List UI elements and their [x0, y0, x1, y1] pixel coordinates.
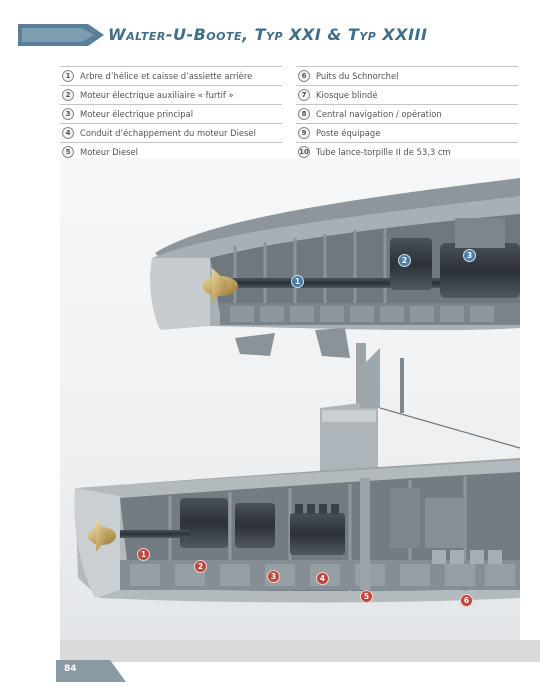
legend-number: 4	[62, 127, 74, 139]
legend-number: 2	[62, 89, 74, 101]
legend-number: 10	[298, 146, 310, 158]
legend-number: 7	[298, 89, 310, 101]
legend-text: Central navigation / opération	[316, 109, 442, 119]
title-decoration-icon	[18, 24, 104, 46]
page-footer-band	[60, 640, 540, 662]
callout-badge: 4	[316, 572, 329, 585]
legend-text: Moteur électrique auxiliaire « furtif »	[80, 90, 234, 100]
legend: 1 Arbre d’hélice et caisse d’assiette arr…	[60, 66, 520, 162]
legend-item: 6 Puits du Schnorchel	[296, 66, 518, 86]
callout-badge: 6	[460, 594, 473, 607]
legend-right: 6 Puits du Schnorchel 7 Kiosque blindé 8 Ce…	[296, 66, 518, 162]
legend-text: Kiosque blindé	[316, 90, 378, 100]
page-title: Walter-U-Boote, Typ XXI & Typ XXIII	[108, 25, 428, 44]
callout-badge: 2	[398, 254, 411, 267]
page-number: 84	[64, 664, 77, 674]
legend-item: 9 Poste équipage	[296, 124, 518, 143]
callout-badge: 3	[267, 570, 280, 583]
legend-number: 5	[62, 146, 74, 158]
legend-text: Tube lance-torpille II de 53,3 cm	[316, 147, 451, 157]
callout-badge: 1	[137, 548, 150, 561]
title-bar: Walter-U-Boote, Typ XXI & Typ XXIII	[18, 22, 427, 48]
callout-badge: 1	[291, 275, 304, 288]
legend-number: 6	[298, 70, 310, 82]
callout-badge: 2	[194, 560, 207, 573]
legend-item: 1 Arbre d’hélice et caisse d’assiette arr…	[60, 66, 282, 86]
legend-text: Arbre d’hélice et caisse d’assiette arri…	[80, 71, 253, 81]
legend-item: 8 Central navigation / opération	[296, 105, 518, 124]
legend-text: Puits du Schnorchel	[316, 71, 399, 81]
legend-item: 3 Moteur électrique principal	[60, 105, 282, 124]
legend-number: 9	[298, 127, 310, 139]
legend-number: 1	[62, 70, 74, 82]
callout-badge: 5	[360, 590, 373, 603]
legend-item: 2 Moteur électrique auxiliaire « furtif »	[60, 86, 282, 105]
legend-number: 8	[298, 108, 310, 120]
submarine-cutaway-illustration: 1 2 3 1 2 3 4 5 6	[60, 158, 520, 640]
legend-item: 7 Kiosque blindé	[296, 86, 518, 105]
legend-text: Poste équipage	[316, 128, 381, 138]
legend-text: Moteur électrique principal	[80, 109, 194, 119]
page-number-tab-icon	[56, 660, 126, 682]
legend-left: 1 Arbre d’hélice et caisse d’assiette arr…	[60, 66, 282, 162]
legend-text: Moteur Diesel	[80, 147, 138, 157]
legend-text: Conduit d’échappement du moteur Diesel	[80, 128, 256, 138]
callout-badge: 3	[463, 249, 476, 262]
legend-item: 4 Conduit d’échappement du moteur Diesel	[60, 124, 282, 143]
submarine-cutaway-drawing	[74, 178, 520, 603]
legend-number: 3	[62, 108, 74, 120]
